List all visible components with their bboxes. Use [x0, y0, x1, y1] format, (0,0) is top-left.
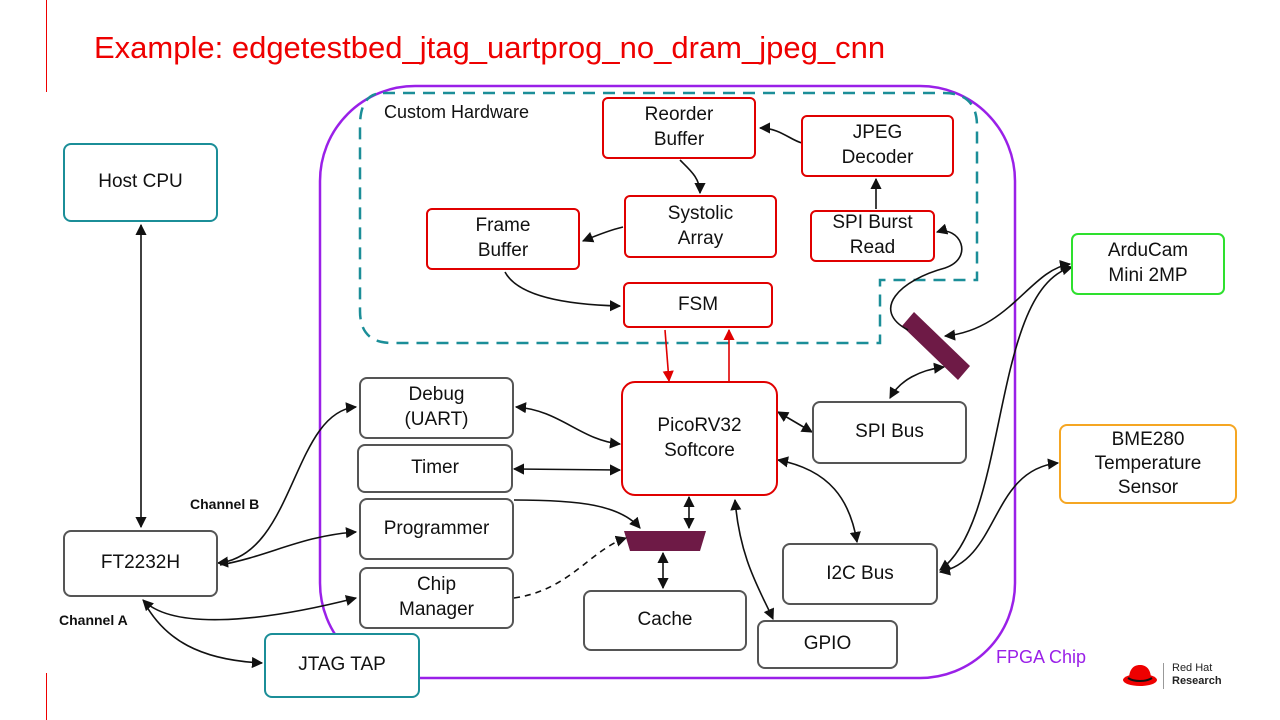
custom-hardware-region	[358, 91, 979, 345]
jpeg-decoder-line-2: Decoder	[841, 147, 914, 168]
logo-text: Red Hat Research	[1172, 662, 1222, 688]
spi-bus-block: SPI Bus	[812, 401, 967, 464]
picorv32-block: PicoRV32 Softcore	[621, 381, 778, 496]
arducam-line-2: Mini 2MP	[1108, 265, 1188, 286]
channel-b-label: Channel B	[190, 496, 260, 512]
link-chipmanager-mux	[513, 535, 628, 599]
link-spibus-mux	[889, 362, 946, 399]
bme280-line-2: Temperature	[1094, 453, 1202, 475]
link-fsm-pico	[662, 329, 674, 383]
timer-block: Timer	[357, 444, 513, 493]
link-pico-spi	[777, 411, 813, 433]
bme280-block: BME280 Temperature Sensor	[1059, 424, 1237, 504]
mux-memory	[624, 531, 706, 551]
host-cpu-block: Host CPU	[63, 143, 218, 222]
channel-a-label: Channel A	[59, 612, 128, 628]
link-ft-debug	[216, 402, 358, 568]
arducam-block: ArduCam Mini 2MP	[1071, 233, 1225, 295]
jtag-tap-block: JTAG TAP	[264, 633, 420, 698]
logo-line-1: Red Hat	[1172, 662, 1213, 674]
custom-hardware-label: Custom Hardware	[384, 102, 530, 123]
i2c-bus-block: I2C Bus	[782, 543, 938, 605]
reorder-buffer-line-1: Reorder	[644, 104, 714, 126]
link-programmer-mux	[513, 499, 641, 529]
chip-manager-line-1: Chip	[416, 574, 457, 596]
link-pico-i2c	[776, 456, 861, 544]
red-hat-logo-icon	[1123, 665, 1157, 686]
link-systolic-frame	[581, 226, 624, 243]
link-timer-pico	[512, 463, 622, 476]
jpeg-decoder-block: JPEG Decoder	[801, 115, 954, 177]
mux-spi	[902, 312, 970, 380]
link-i2c-bme280	[938, 458, 1060, 576]
frame-buffer-block: Frame Buffer	[426, 208, 580, 270]
fsm-block: FSM	[623, 282, 773, 328]
jpeg-decoder-line-1: JPEG	[852, 122, 903, 144]
link-debug-pico	[514, 402, 622, 449]
link-ft-jtag	[143, 601, 264, 669]
frame-buffer-line-1: Frame	[475, 215, 531, 237]
systolic-array-line-1: Systolic	[667, 202, 734, 224]
gpio-block: GPIO	[757, 620, 898, 669]
bottom-left-rule	[46, 673, 47, 720]
link-jpeg-reorder	[758, 122, 803, 144]
top-left-rule	[46, 0, 47, 92]
link-mux-spiburst	[889, 223, 963, 331]
debug-uart-block: Debug (UART)	[359, 377, 514, 439]
logo-line-2: Research	[1172, 675, 1222, 687]
debug-uart-line-2: (UART)	[404, 409, 469, 430]
systolic-array-line-2: Array	[677, 227, 724, 249]
programmer-block: Programmer	[359, 498, 514, 560]
spi-burst-read-block: SPI Burst Read	[810, 210, 935, 262]
link-pico-gpio	[730, 498, 774, 621]
ft2232h-block: FT2232H	[63, 530, 218, 597]
arducam-line-1: ArduCam	[1107, 240, 1189, 262]
spi-burst-read-line-2: Read	[849, 237, 896, 258]
systolic-array-block: Systolic Array	[624, 195, 777, 258]
chip-manager-line-2: Manager	[399, 599, 474, 620]
logo-divider	[1163, 663, 1164, 689]
reorder-buffer-block: Reorder Buffer	[602, 97, 756, 159]
link-mux-arducam	[943, 259, 1072, 341]
link-ft-programmer	[219, 527, 358, 566]
link-ft-chipmanager	[142, 595, 358, 621]
chip-manager-block: Chip Manager	[359, 567, 514, 629]
picorv32-line-2: Softcore	[664, 439, 735, 461]
reorder-buffer-line-2: Buffer	[653, 129, 705, 150]
link-reorder-systolic	[679, 159, 706, 195]
frame-buffer-line-2: Buffer	[477, 240, 529, 261]
bme280-line-3: Sensor	[1117, 476, 1179, 498]
bme280-line-1: BME280	[1111, 429, 1185, 451]
debug-uart-line-1: Debug	[408, 384, 465, 406]
page-title: Example: edgetestbed_jtag_uartprog_no_dr…	[94, 30, 886, 65]
cache-block: Cache	[583, 590, 747, 651]
picorv32-line-1: PicoRV32	[657, 414, 742, 436]
link-frame-fsm	[504, 271, 622, 312]
spi-burst-read-line-1: SPI Burst	[832, 212, 913, 234]
fpga-chip-label: FPGA Chip	[996, 647, 1087, 667]
